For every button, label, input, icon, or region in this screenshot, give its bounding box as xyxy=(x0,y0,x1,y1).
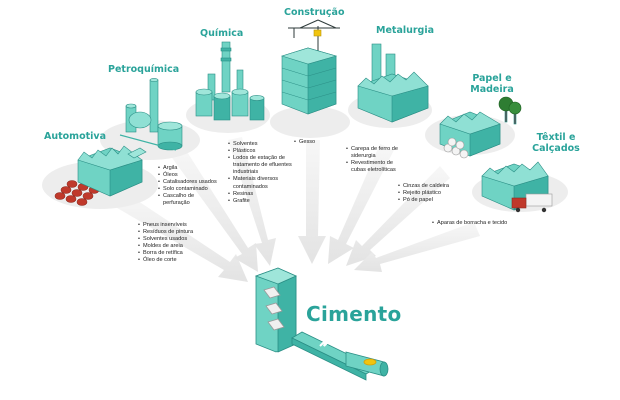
building-icon xyxy=(280,47,338,115)
arrow-construcao xyxy=(298,140,326,264)
rotary-kiln-icon xyxy=(291,331,389,381)
list-item: Solo contaminado xyxy=(158,186,222,193)
list-item: Óleo de corte xyxy=(138,257,193,264)
sector-title-automotiva: Automotiva xyxy=(44,131,107,142)
list-item: Materiais diversos contaminados xyxy=(228,176,296,190)
tanks-icon xyxy=(195,88,265,121)
flame-icon xyxy=(363,358,377,366)
tires-icon xyxy=(54,180,100,206)
list-item: Resíduos de pintura xyxy=(138,229,193,236)
sector-title-construcao: Construção xyxy=(284,7,345,18)
sector-title-metalurgia: Metalurgia xyxy=(376,25,435,36)
list-item: Cascalho de perfuração xyxy=(158,193,222,207)
list-papel-madeira: Cinzas de caldeira Rejeito plástico Pó d… xyxy=(398,183,449,204)
sector-title-quimica: Química xyxy=(200,28,244,39)
list-automotiva: Pneus inservíveis Resíduos de pintura So… xyxy=(138,222,193,265)
tank-icon xyxy=(128,111,152,129)
sector-title-petroquimica: Petroquímica xyxy=(108,64,180,75)
list-item: Borra de retífica xyxy=(138,250,193,257)
list-item: Lodos de estação de tratamento de efluen… xyxy=(228,155,296,176)
list-item: Aparas de borracha e tecido xyxy=(432,220,507,227)
petroquimica-illustration xyxy=(119,78,183,151)
list-item: Revestimento de cubas eletrolíticas xyxy=(346,160,406,174)
list-item: Catalisadores usados xyxy=(158,179,222,186)
factory-icon xyxy=(357,71,429,123)
arrow-textil xyxy=(354,222,480,272)
chimney-icon xyxy=(221,41,231,93)
list-petroquimica: Argila Óleos Catalisadores usados Solo c… xyxy=(158,165,222,208)
automotiva-illustration xyxy=(54,145,147,206)
list-item: Solventes xyxy=(228,141,296,148)
list-quimica: Solventes Plásticos Lodos de estação de … xyxy=(228,141,296,205)
list-item: Argila xyxy=(158,165,222,172)
list-item: Rejeito plástico xyxy=(398,190,449,197)
list-item: Óleos xyxy=(158,172,222,179)
list-textil-calcados: Aparas de borracha e tecido xyxy=(432,220,507,227)
truck-icon xyxy=(511,193,553,213)
quimica-illustration xyxy=(195,41,265,121)
factory-icon xyxy=(77,145,147,197)
list-metalurgia: Carepa de ferro de siderurgia Revestimen… xyxy=(346,146,406,174)
list-item: Gesso xyxy=(294,139,315,146)
list-construcao: Gesso xyxy=(294,139,315,146)
papel-illustration xyxy=(439,96,522,159)
list-item: Pó de papel xyxy=(398,197,449,204)
list-item: Plásticos xyxy=(228,148,296,155)
trees-icon xyxy=(498,96,522,125)
kiln-illustration xyxy=(254,267,389,381)
disc-construcao xyxy=(270,106,350,138)
paper-rolls-icon xyxy=(443,137,469,159)
list-item: Resinas xyxy=(228,191,296,198)
sector-title-papel-madeira: Papel e Madeira xyxy=(470,73,514,95)
list-item: Carepa de ferro de siderurgia xyxy=(346,146,406,160)
list-item: Pneus inservíveis xyxy=(138,222,193,229)
list-item: Grafite xyxy=(228,198,296,205)
construcao-illustration xyxy=(280,19,340,115)
diagram-title: Cimento xyxy=(306,302,402,326)
sector-title-textil-calcados: Têxtil e Calçados xyxy=(532,132,580,154)
list-item: Moldes de areia xyxy=(138,243,193,250)
metalurgia-illustration xyxy=(357,43,429,123)
list-item: Solventes usados xyxy=(138,236,193,243)
list-item: Cinzas de caldeira xyxy=(398,183,449,190)
tower-icon xyxy=(149,79,159,133)
textil-illustration xyxy=(481,161,553,213)
